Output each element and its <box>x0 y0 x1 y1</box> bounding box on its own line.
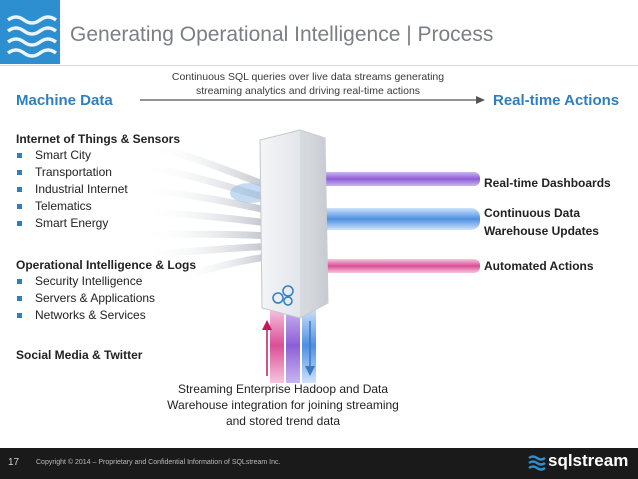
title-divider <box>0 65 638 66</box>
list-item: Smart City <box>16 147 180 164</box>
input-stream-6 <box>150 242 276 258</box>
page-title: Generating Operational Intelligence | Pr… <box>70 23 494 46</box>
output-label-warehouse: Continuous Data Warehouse Updates <box>484 206 599 238</box>
footer-bar <box>0 448 638 479</box>
copyright-notice: Copyright © 2014 – Proprietary and Confi… <box>36 459 281 466</box>
page-number: 17 <box>8 457 20 468</box>
source-heading-iot: Internet of Things & Sensors <box>16 132 181 146</box>
brand-name: sqlstream <box>548 451 629 470</box>
input-stream-3 <box>150 186 276 216</box>
output-label-actions: Automated Actions <box>484 259 594 273</box>
top-caption: Continuous SQL queries over live data st… <box>171 71 445 97</box>
source-heading-logs: Operational Intelligence & Logs <box>16 258 197 272</box>
list-item: Networks & Services <box>16 307 196 324</box>
machine-data-heading: Machine Data <box>16 92 113 109</box>
source-heading-social: Social Media & Twitter <box>16 348 143 362</box>
sqlstream-logo-mark <box>0 0 60 64</box>
list-item: Telematics <box>16 198 180 215</box>
list-item: Smart Energy <box>16 215 180 232</box>
bottom-caption: Streaming Enterprise Hadoop and Data War… <box>167 382 399 428</box>
output-label-dashboards: Real-time Dashboards <box>484 176 611 190</box>
vertical-stream-pink <box>270 308 284 383</box>
output-stream-actions <box>310 259 480 273</box>
real-time-actions-heading: Real-time Actions <box>493 92 620 109</box>
output-stream-warehouse <box>310 208 480 230</box>
list-item: Servers & Applications <box>16 290 196 307</box>
output-stream-dashboards <box>310 172 480 186</box>
source-group-logs: Operational Intelligence & Logs Security… <box>16 258 196 324</box>
flow-arrow-icon <box>140 96 485 104</box>
sqlstream-footer-logo-icon <box>528 455 546 471</box>
list-item: Security Intelligence <box>16 273 196 290</box>
vertical-stream-purple <box>286 308 300 383</box>
input-stream-4 <box>150 208 276 228</box>
input-stream-5 <box>150 230 276 240</box>
list-item: Industrial Internet <box>16 181 180 198</box>
wave-logo-icon <box>6 15 58 58</box>
source-group-iot: Internet of Things & Sensors Smart City … <box>16 132 180 232</box>
list-item: Transportation <box>16 164 180 181</box>
stream-processing-diagram <box>150 129 480 383</box>
vertical-stream-blue <box>302 308 316 383</box>
